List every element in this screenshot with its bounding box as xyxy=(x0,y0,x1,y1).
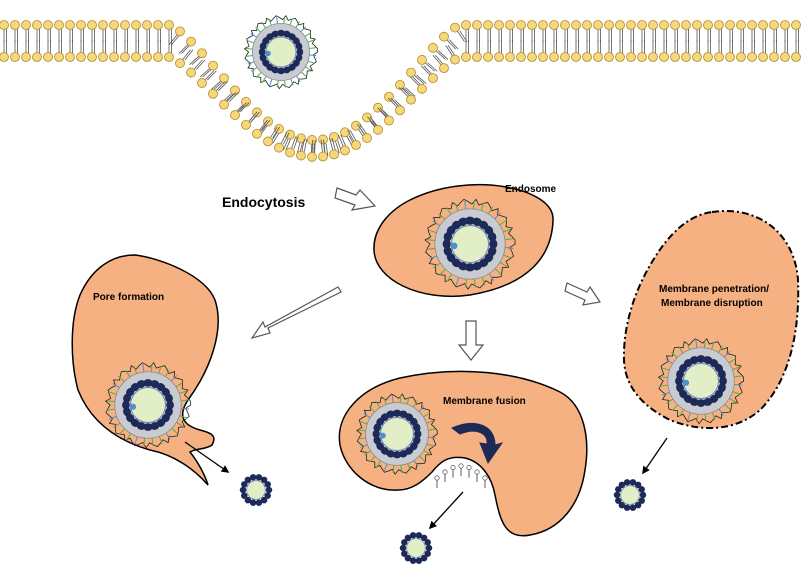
nanoparticle-pore xyxy=(104,361,192,449)
nanoparticle-entering xyxy=(243,14,319,90)
label-endocytosis: Endocytosis xyxy=(222,194,305,210)
arrow-penetration-release xyxy=(642,437,668,475)
arrow-endocytosis xyxy=(334,187,377,211)
endosome-pore-formation xyxy=(71,254,219,486)
label-pore-formation: Pore formation xyxy=(93,292,164,303)
arrow-to-membrane-penetration xyxy=(564,282,602,306)
label-membrane-fusion: Membrane fusion xyxy=(443,396,526,407)
label-membrane-penetration-1: Membrane penetration/ xyxy=(659,284,769,295)
small-nanoparticle-pore-release xyxy=(239,474,273,506)
arrow-to-membrane-fusion xyxy=(457,320,485,361)
small-nanoparticle-penetration-release xyxy=(613,479,647,511)
cell-membrane-bilayer xyxy=(0,20,801,162)
arrow-pore-release xyxy=(184,441,230,473)
label-endosome: Endosome xyxy=(505,184,557,195)
fusion-opening-lipids xyxy=(434,463,488,488)
nanoparticle-fusion xyxy=(356,393,438,475)
curved-arrow-fusion xyxy=(451,423,504,465)
label-membrane-penetration-2: Membrane disruption xyxy=(661,298,763,309)
endosome-membrane-penetration xyxy=(622,210,800,429)
arrow-fusion-release xyxy=(428,491,464,530)
small-nanoparticle-fusion-release xyxy=(399,532,433,564)
arrow-to-pore-formation xyxy=(250,286,342,340)
nanoparticle-in-endosome xyxy=(424,198,516,290)
nanoparticle-penetration xyxy=(657,337,745,425)
